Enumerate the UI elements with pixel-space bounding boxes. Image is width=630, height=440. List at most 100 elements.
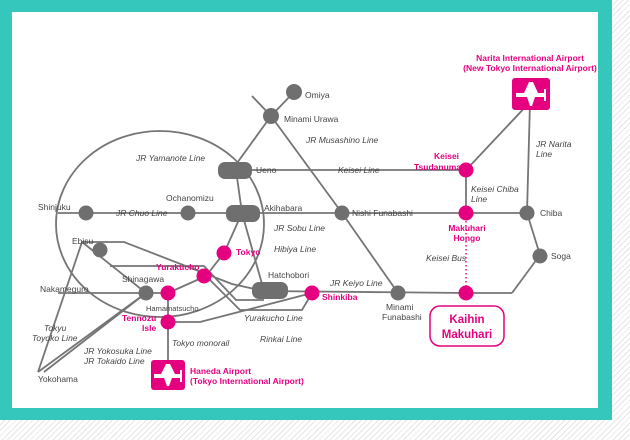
label-yokohama: Yokohama	[38, 374, 78, 384]
label-shinjuku: Shinjuku	[38, 202, 71, 212]
destination-box	[429, 305, 505, 347]
label-keisei-bus: Keisei Bus	[426, 253, 467, 263]
label-minami-urawa: Minami Urawa	[284, 114, 339, 124]
station-labels: Omiya Minami Urawa Ueno Akihabara Ochano…	[38, 90, 571, 384]
label-jr-sobu: JR Sobu Line	[273, 223, 325, 233]
label-narita-airport-1: Narita International Airport	[476, 53, 584, 63]
station-tokyo[interactable]	[216, 245, 232, 261]
station-shinagawa[interactable]	[138, 285, 154, 301]
label-keisei-tsudanuma-1: Keisei	[434, 151, 459, 161]
station-tennozu-isle[interactable]	[160, 314, 176, 330]
station-keisei-tsudanuma[interactable]	[458, 162, 474, 178]
station-chiba[interactable]	[519, 205, 535, 221]
label-shinagawa: Shinagawa	[122, 274, 164, 284]
station-yurakucho[interactable]	[196, 268, 212, 284]
label-akihabara: Akihabara	[264, 203, 303, 213]
label-jr-musashino: JR Musashino Line	[305, 135, 379, 145]
station-ebisu[interactable]	[92, 242, 108, 258]
pink-station-labels: Keisei Tsudanuma Makuhari Hongo Tokyo Yu…	[122, 151, 486, 333]
label-tokyo-monorail: Tokyo monorail	[172, 338, 230, 348]
label-hamamatsucho: Hamamatsucho	[146, 304, 199, 313]
urawa-ueno-track	[231, 115, 272, 171]
station-makuhari-hongo[interactable]	[458, 205, 474, 221]
label-tokyo: Tokyo	[236, 247, 260, 257]
destination-label-line2: Makuhari	[442, 329, 493, 341]
label-nakameguro: Nakameguro	[40, 284, 89, 294]
hibiya-line-track	[82, 241, 265, 292]
station-kaihin-makuhari-terminal[interactable]	[458, 285, 474, 301]
keiyo-line-track	[263, 290, 467, 294]
line-labels: JR Yamanote Line JR Musashino Line Keise…	[32, 135, 572, 366]
label-minami-funabashi-1: Minami	[386, 302, 414, 312]
airplane-icon	[154, 364, 182, 386]
label-jr-chuo: JR Chuo Line	[115, 208, 168, 218]
label-haneda-airport-2: (Tokyo International Airport)	[190, 376, 304, 386]
hibiya-south-track	[110, 265, 264, 301]
label-jr-yokosuka: JR Yokosuka Line	[83, 346, 152, 356]
label-keisei-chiba-1: Keisei Chiba	[471, 184, 519, 194]
destination-label-line1: Kaihin	[449, 314, 484, 326]
station-hamamatsucho[interactable]	[160, 285, 176, 301]
airport-labels: Narita International Airport (New Tokyo …	[190, 53, 597, 386]
narita-keisei-track	[465, 101, 531, 171]
label-jr-tokaido: JR Tokaido Line	[83, 356, 145, 366]
label-tokyu-toyoko-2: Toyoko Line	[32, 333, 78, 343]
station-minami-funabashi[interactable]	[390, 285, 406, 301]
tokaido-line-track	[43, 292, 147, 373]
label-haneda-airport-1: Haneda Airport	[190, 366, 251, 376]
airplane-icon	[516, 82, 546, 106]
label-tokyu-toyoko-1: Tokyu	[44, 323, 67, 333]
ebisu-shinagawa-track	[81, 241, 147, 294]
label-tennozu-isle-1: Tennozu	[122, 313, 156, 323]
label-rinkai-line: Rinkai Line	[260, 334, 302, 344]
label-yurakucho-line: Yurakucho Line	[244, 313, 303, 323]
label-makuhari-hongo-2: Hongo	[454, 233, 481, 243]
label-jr-narita-2: Line	[536, 149, 552, 159]
label-hatchobori: Hatchobori	[268, 270, 309, 280]
destination-kaihin-makuhari[interactable]: Kaihin Makuhari	[429, 305, 505, 347]
station-ueno[interactable]	[218, 162, 252, 179]
station-nishi-funabashi[interactable]	[334, 205, 350, 221]
label-ebisu: Ebisu	[72, 236, 94, 246]
station-hatchobori[interactable]	[252, 282, 288, 299]
station-ochanomizu[interactable]	[180, 205, 196, 221]
label-nishi-funabashi: Nishi Funabashi	[352, 208, 413, 218]
label-narita-airport-2: (New Tokyo International Airport)	[463, 63, 597, 73]
station-minami-urawa[interactable]	[263, 108, 279, 124]
label-ochanomizu: Ochanomizu	[166, 193, 214, 203]
label-soga: Soga	[551, 251, 571, 261]
yurakucho-line-track	[205, 275, 313, 311]
label-minami-funabashi-2: Funabashi	[382, 312, 422, 322]
label-keisei-line: Keisei Line	[338, 165, 380, 175]
label-tennozu-isle-2: Isle	[142, 323, 156, 333]
station-soga[interactable]	[532, 248, 548, 264]
label-keisei-chiba-2: Line	[471, 194, 487, 204]
stations-pink	[160, 162, 474, 330]
toyoko-line-track	[37, 241, 83, 373]
yamanote-loop-track	[55, 130, 265, 318]
label-jr-narita-1: JR Narita	[535, 139, 572, 149]
label-jr-yamanote: JR Yamanote Line	[135, 153, 205, 163]
label-omiya: Omiya	[305, 90, 330, 100]
airport-haneda[interactable]	[151, 360, 185, 390]
station-shinjuku[interactable]	[78, 205, 94, 221]
rinkai-line-track	[168, 292, 313, 323]
label-hibiya: Hibiya Line	[274, 244, 316, 254]
akihabara-hatchobori-track	[241, 212, 265, 292]
station-omiya[interactable]	[286, 84, 302, 100]
airport-narita[interactable]	[512, 78, 550, 110]
label-shinkiba: Shinkiba	[322, 292, 358, 302]
label-ueno: Ueno	[256, 165, 277, 175]
jr-narita-track	[526, 101, 531, 214]
stations-grey	[78, 84, 548, 301]
label-jr-keiyo: JR Keiyo Line	[329, 278, 383, 288]
label-makuhari-hongo-1: Makuhari	[448, 223, 485, 233]
musashino-upper-track	[270, 115, 343, 214]
station-akihabara[interactable]	[226, 205, 260, 222]
musashino-lower-track	[341, 212, 399, 294]
label-yurakucho: Yurakucho	[156, 262, 199, 272]
station-shinkiba[interactable]	[304, 285, 320, 301]
label-keisei-tsudanuma-2: Tsudanuma	[414, 162, 461, 172]
label-chiba: Chiba	[540, 208, 562, 218]
